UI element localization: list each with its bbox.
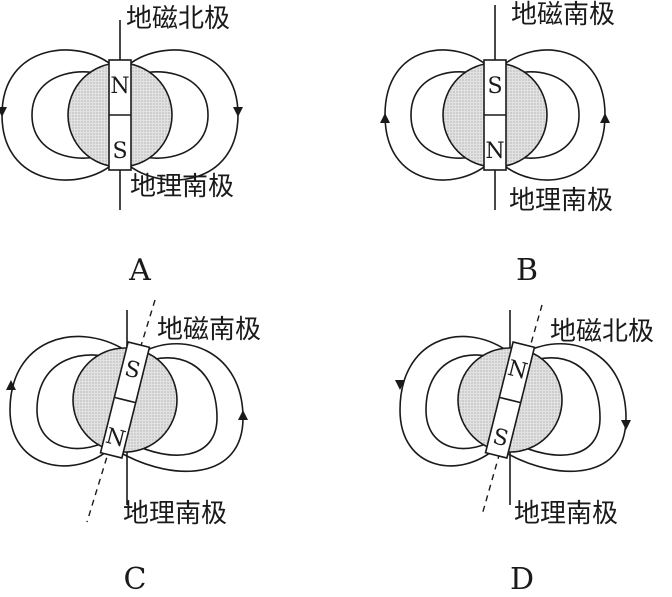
field-arrows: [380, 113, 610, 123]
arrow-right-outer: [621, 420, 631, 430]
magnet-bottom-pole: S: [490, 424, 511, 452]
field-arrows: [395, 380, 631, 430]
panel-c: S N 地磁南极 地理南极: [6, 299, 261, 529]
bottom-label: 地理南极: [514, 499, 618, 529]
top-label: 地磁南极: [157, 315, 261, 345]
bottom-label: 地理南极: [130, 172, 234, 202]
arrow-right-outer: [233, 107, 243, 117]
top-label: 地磁北极: [126, 4, 230, 34]
magnetic-axis-dashed: [86, 299, 156, 523]
arrow-left-outer: [395, 380, 405, 390]
arrow-left-outer: [6, 380, 16, 390]
field-arrows: [6, 380, 248, 420]
panel-b: S N 地磁南极 地理南极: [380, 0, 615, 216]
panel-d: N S 地磁北极 地理南极: [395, 304, 654, 529]
magnet-bottom-pole: N: [485, 139, 504, 164]
bar-magnet-tilted: S N: [99, 341, 151, 459]
panel-b-caption: B: [516, 253, 538, 288]
magnetic-axis-dashed: [481, 304, 543, 516]
panel-a-caption: A: [128, 253, 151, 288]
arrow-left-outer: [380, 113, 390, 123]
magnet-top-pole: N: [110, 74, 129, 99]
bottom-label: 地理南极: [123, 499, 227, 529]
panel-c-caption: C: [124, 562, 147, 597]
bar-magnet-tilted: N S: [484, 341, 536, 459]
magnet-bottom-pole: S: [112, 139, 127, 164]
field-lines: [399, 335, 627, 472]
panel-d-caption: D: [510, 562, 534, 597]
panel-a: N S 地磁北极 地理南极: [0, 4, 243, 210]
top-label: 地磁南极: [511, 0, 615, 30]
magnet-top-pole: S: [487, 74, 502, 99]
top-label: 地磁北极: [550, 317, 654, 347]
field-arrows: [0, 107, 243, 117]
arrow-left-outer: [0, 107, 7, 117]
arrow-right-outer: [238, 410, 248, 420]
arrow-right-outer: [600, 113, 610, 123]
bottom-label: 地理南极: [509, 186, 613, 216]
magnet-top-pole: S: [122, 356, 143, 384]
